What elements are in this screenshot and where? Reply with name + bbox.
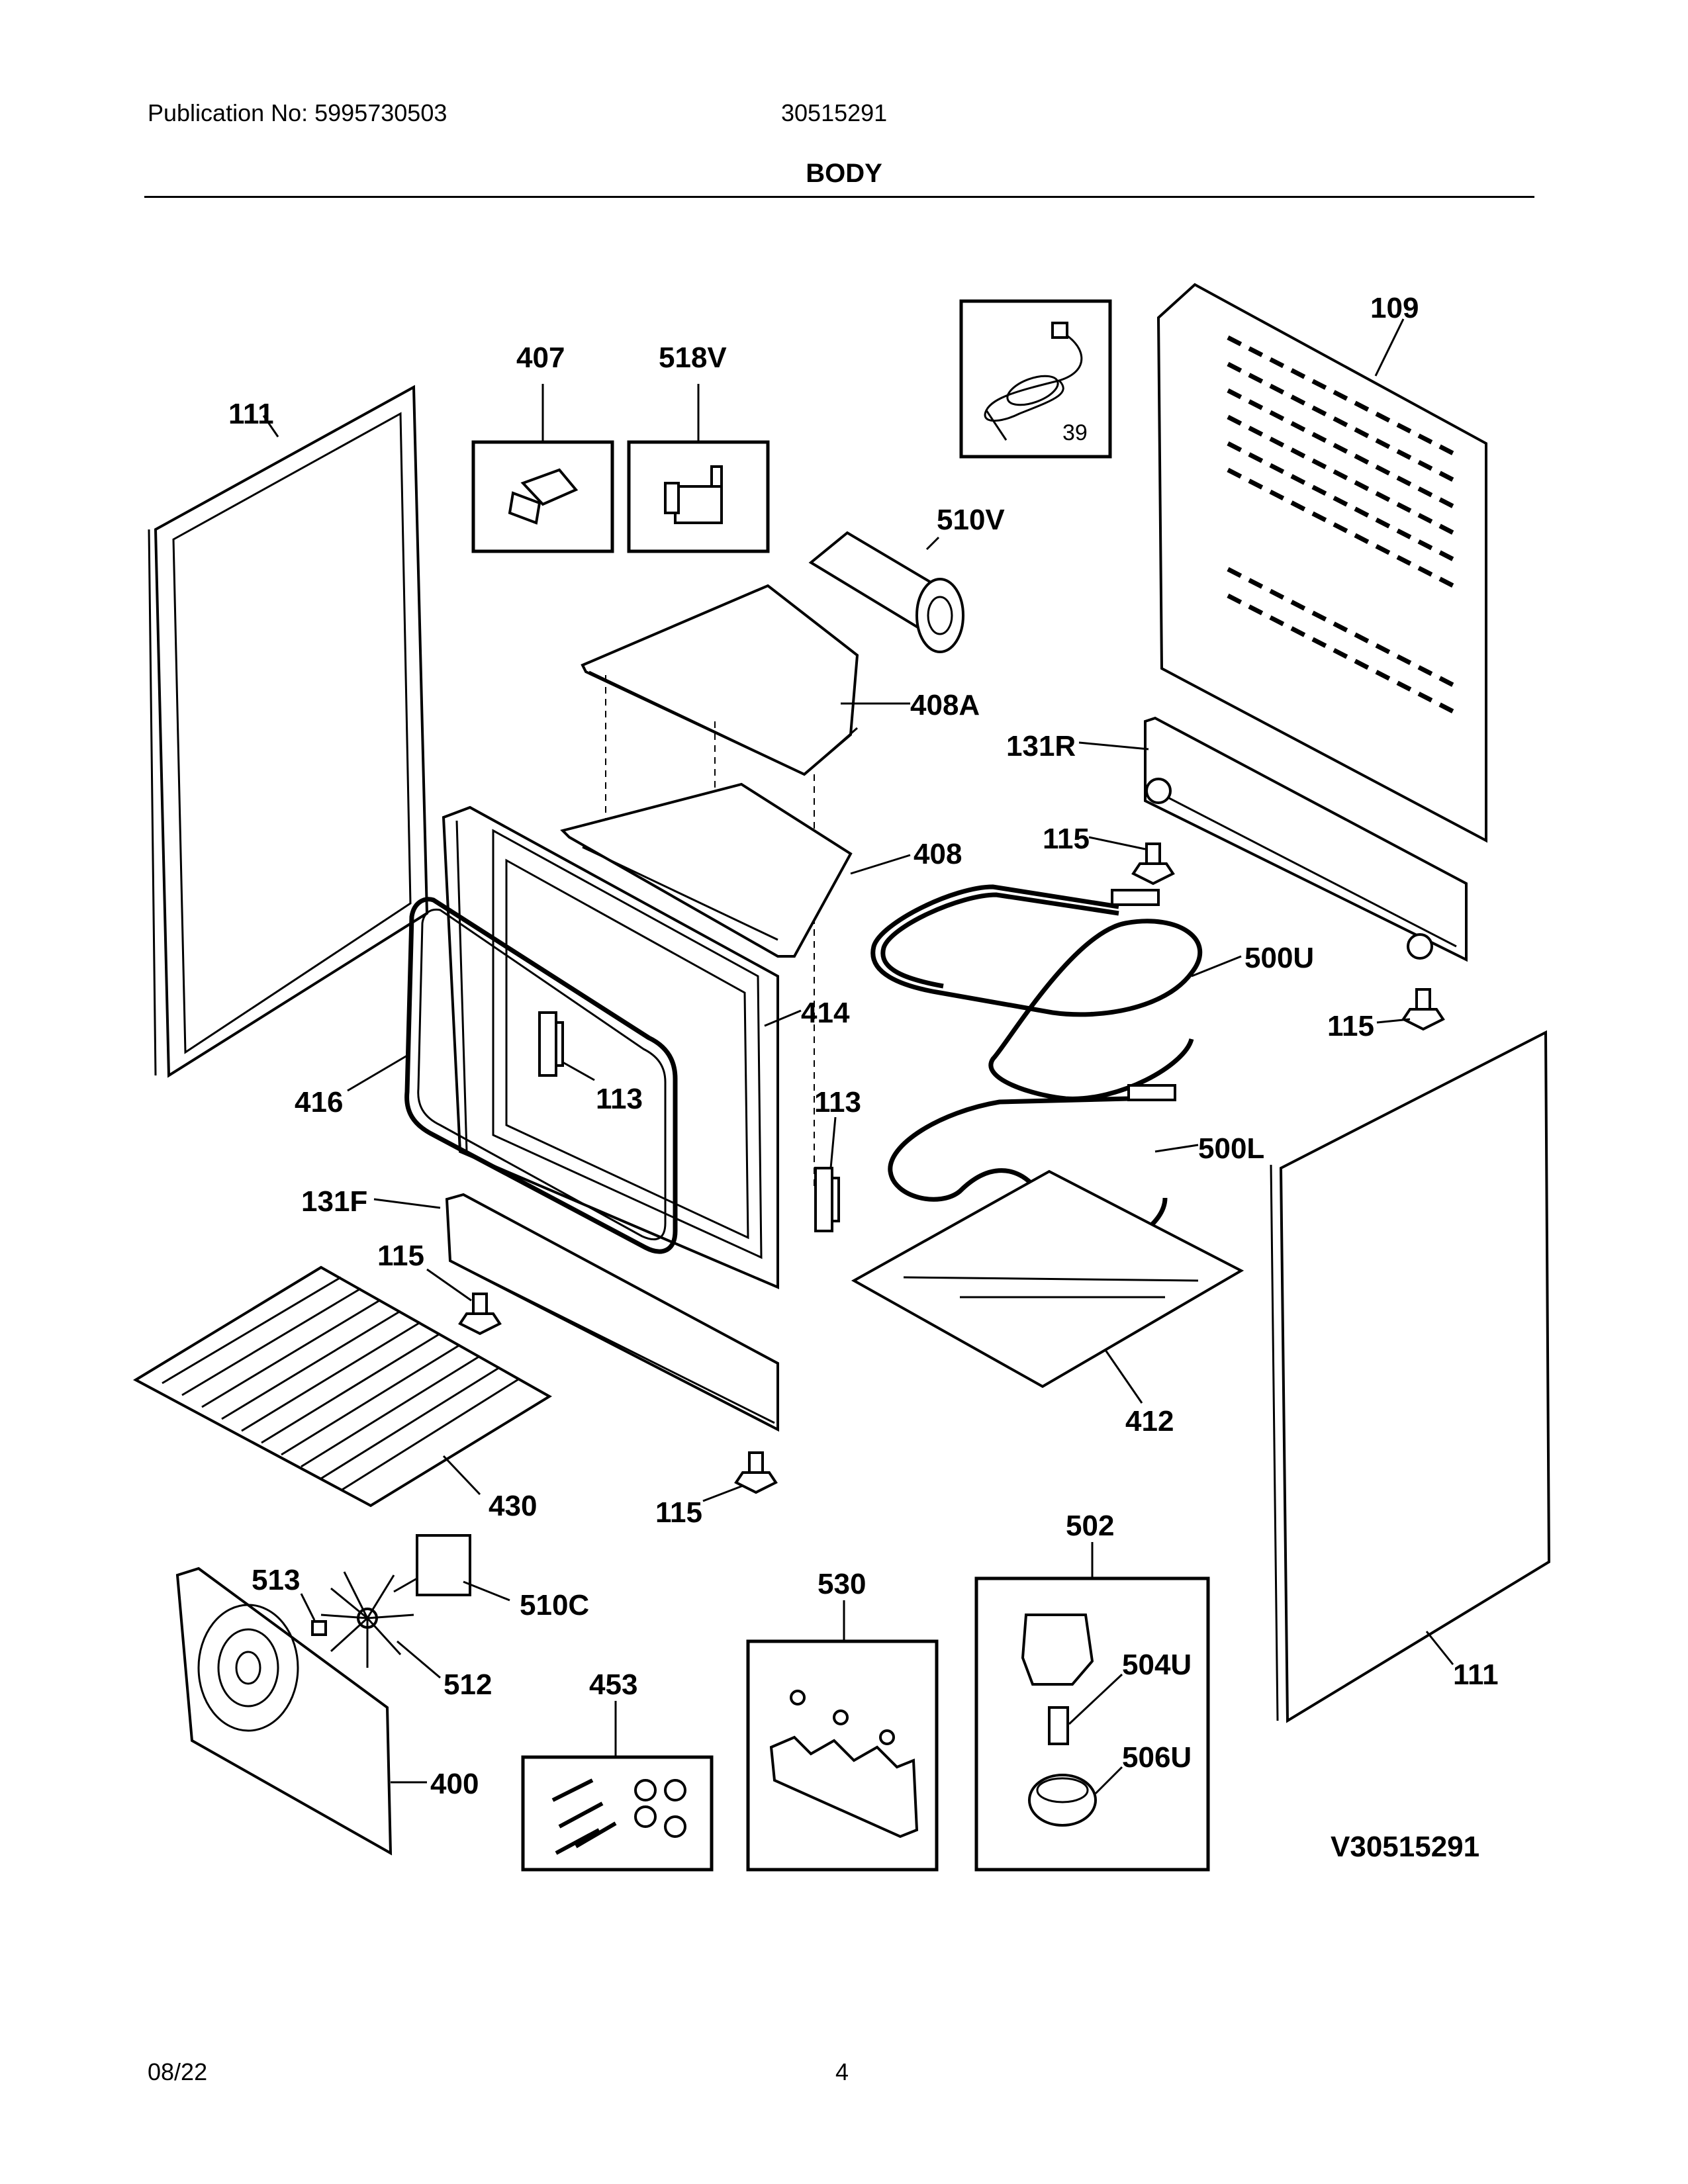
callout-412: 412 bbox=[1125, 1405, 1174, 1437]
leader-115-d bbox=[702, 1484, 743, 1502]
leader-115-b bbox=[1376, 1018, 1411, 1024]
callout-400: 400 bbox=[430, 1768, 479, 1800]
leader-412 bbox=[1104, 1349, 1143, 1404]
oven-cavity-frame bbox=[442, 805, 779, 1290]
callout-408: 408 bbox=[914, 838, 962, 870]
side-panel-right bbox=[1270, 1030, 1551, 1723]
callout-111-right: 111 bbox=[1453, 1659, 1499, 1691]
callout-408a: 408A bbox=[910, 689, 980, 721]
back-panel bbox=[1156, 283, 1487, 843]
side-panel-left bbox=[148, 385, 429, 1078]
rear-rail bbox=[1144, 716, 1468, 962]
callout-131f: 131F bbox=[301, 1185, 367, 1218]
callout-510v: 510V bbox=[937, 504, 1005, 536]
leader-512 bbox=[397, 1640, 441, 1679]
leader-500u bbox=[1191, 955, 1242, 978]
leader-416 bbox=[347, 1054, 408, 1092]
header-rule bbox=[144, 196, 1534, 198]
callout-113-b: 113 bbox=[814, 1086, 861, 1118]
leader-513 bbox=[300, 1593, 316, 1621]
oven-bottom bbox=[851, 1169, 1244, 1388]
leader-111-right bbox=[1425, 1631, 1454, 1665]
leader-430 bbox=[442, 1455, 481, 1496]
model-number: 30515291 bbox=[781, 99, 888, 126]
page-number: 4 bbox=[835, 2058, 849, 2085]
part-518v-box bbox=[627, 440, 770, 553]
part-453-box bbox=[521, 1755, 714, 1872]
callout-407: 407 bbox=[516, 341, 565, 374]
callout-506u: 506U bbox=[1122, 1741, 1192, 1774]
door-hinge bbox=[538, 1011, 564, 1077]
leader-510v bbox=[925, 536, 940, 551]
leader-500l bbox=[1154, 1144, 1199, 1153]
callout-115-d: 115 bbox=[655, 1496, 702, 1529]
power-cord-box bbox=[959, 299, 1112, 459]
leader-504u bbox=[1068, 1673, 1123, 1725]
front-rail bbox=[445, 1193, 779, 1432]
fan-motor-top bbox=[808, 531, 964, 653]
callout-115-a: 115 bbox=[1043, 823, 1090, 855]
callout-502: 502 bbox=[1066, 1510, 1114, 1542]
leader-115-c bbox=[426, 1268, 472, 1302]
callout-115-b: 115 bbox=[1327, 1010, 1374, 1042]
upper-duct bbox=[581, 584, 859, 776]
callout-414: 414 bbox=[801, 997, 850, 1029]
callout-131r: 131R bbox=[1006, 730, 1076, 762]
leveling-foot bbox=[458, 1293, 502, 1336]
callout-416: 416 bbox=[295, 1086, 343, 1118]
leader-115-a bbox=[1088, 836, 1146, 850]
door-hinge bbox=[814, 1167, 840, 1232]
callout-500l: 500L bbox=[1198, 1132, 1264, 1165]
leader-131f bbox=[373, 1198, 441, 1209]
callout-530: 530 bbox=[818, 1568, 866, 1600]
footer-date: 08/22 bbox=[148, 2058, 208, 2085]
fan-blade bbox=[320, 1571, 414, 1668]
leader-131r bbox=[1078, 741, 1149, 751]
leveling-foot bbox=[734, 1451, 778, 1494]
lower-duct bbox=[560, 782, 853, 958]
leader-111-left bbox=[262, 415, 279, 437]
leader-109 bbox=[1374, 318, 1405, 377]
callout-512: 512 bbox=[444, 1668, 492, 1701]
upper-heating-element bbox=[870, 884, 1203, 1101]
leader-506u bbox=[1094, 1766, 1123, 1795]
leader-408 bbox=[850, 854, 911, 875]
oven-rack bbox=[132, 1265, 552, 1508]
callout-39: 39 bbox=[1062, 420, 1088, 445]
callout-504u: 504U bbox=[1122, 1649, 1192, 1681]
leader-414 bbox=[764, 1009, 802, 1027]
callout-453: 453 bbox=[589, 1668, 637, 1701]
part-407-box bbox=[471, 440, 614, 553]
callout-111-left: 111 bbox=[228, 398, 274, 430]
callout-115-c: 115 bbox=[377, 1240, 424, 1272]
callout-430: 430 bbox=[489, 1490, 537, 1522]
part-530-box bbox=[746, 1639, 939, 1872]
diagram-code: V30515291 bbox=[1331, 1831, 1479, 1863]
callout-113-a: 113 bbox=[596, 1083, 643, 1115]
callout-510c: 510C bbox=[520, 1589, 589, 1621]
door-gasket bbox=[404, 897, 678, 1254]
section-title: BODY bbox=[806, 159, 882, 188]
leader-113-a bbox=[562, 1061, 595, 1081]
callout-513: 513 bbox=[252, 1564, 300, 1596]
publication-number: Publication No: 5995730503 bbox=[148, 99, 447, 126]
leader-113-b bbox=[829, 1116, 837, 1169]
callout-500u: 500U bbox=[1244, 942, 1314, 974]
part-502-box bbox=[974, 1576, 1210, 1872]
fan-nut bbox=[311, 1620, 327, 1636]
leveling-foot bbox=[1401, 988, 1445, 1031]
callout-109: 109 bbox=[1370, 292, 1419, 324]
callout-518v: 518V bbox=[659, 341, 727, 374]
leveling-foot bbox=[1131, 842, 1175, 886]
convection-fan-motor bbox=[393, 1534, 471, 1596]
convection-rear-cover bbox=[175, 1567, 393, 1856]
leader-510c bbox=[463, 1580, 510, 1602]
